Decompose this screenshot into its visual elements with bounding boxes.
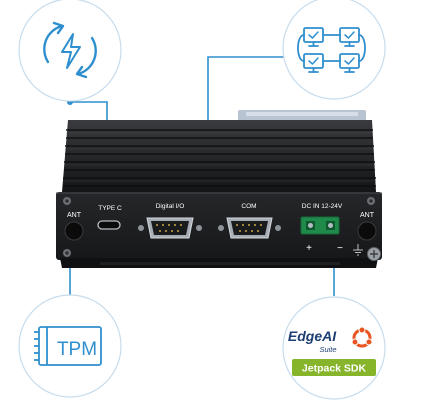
heatsink-fins [63,129,376,187]
com-port [218,217,281,239]
tpm-label: TPM [57,339,97,360]
antenna-port-right [357,221,377,241]
port-label-typec: TYPE C [98,205,122,212]
ground-icon [353,244,363,256]
polarity-plus: + [306,243,312,254]
ground-screw [367,247,381,261]
callout-power [18,0,122,102]
power-refresh-icon [43,21,97,79]
networked-monitors-icon [297,27,366,73]
jetpack-badge [292,359,376,376]
dc-in-terminal [300,216,340,235]
callout-software: EdgeAI Suite Jetpack SDK [282,296,386,400]
callout-network [282,0,386,100]
callout-tpm: TPM [18,294,122,398]
ubuntu-logo-icon [351,326,373,348]
port-label-ant-left: ANT [67,212,82,219]
port-label-ant-right: ANT [360,212,375,219]
polarity-minus: − [337,243,343,254]
jetpack-label: Jetpack SDK [302,363,367,375]
digital-io-port [138,217,202,239]
device-chassis: ANT TYPE C Digital I/O COM [56,110,382,268]
edgeai-suite: Suite [319,345,336,354]
edgeai-brand: EdgeAI [288,328,337,344]
typec-port [97,220,121,230]
port-label-com: COM [241,203,256,210]
port-label-dc-in: DC IN 12-24V [302,203,343,210]
port-label-digital-io: Digital I/O [156,203,185,210]
antenna-port-left [64,221,84,241]
tpm-chip-icon [34,326,102,366]
